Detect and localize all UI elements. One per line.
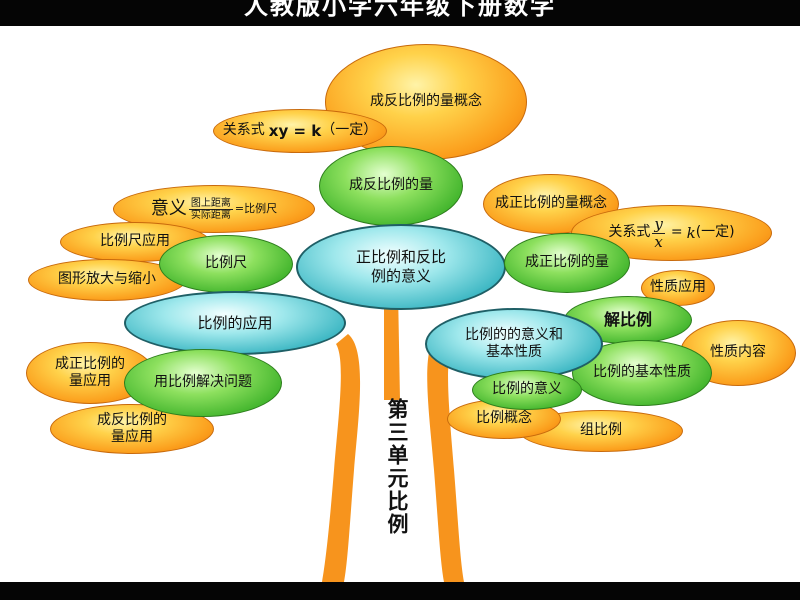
trunk-left-branch [322, 334, 361, 582]
node-ratio-meaning-property: 比例的的意义和基本性质 [425, 308, 603, 380]
node-direct-quantity: 成正比例的量 [504, 233, 630, 293]
node-center-meaning: 正比例和反比例的意义 [296, 224, 506, 310]
node-meaning-formula: 意义 图上距离 实际距离 =比例尺 [113, 185, 315, 233]
node-ratio-meaning: 比例的意义 [472, 370, 582, 410]
bottom-bar [0, 582, 800, 600]
node-ratio-app: 比例的应用 [124, 291, 346, 355]
node-inverse-quantity: 成反比例的量 [319, 146, 463, 226]
node-direct-concept: 成正比例的量概念 [483, 174, 619, 234]
node-inverse-relation: 关系式 xy = k （一定） [213, 109, 387, 153]
direct-fraction: y x [652, 215, 665, 251]
node-scale: 比例尺 [159, 235, 293, 293]
trunk-center [384, 290, 400, 400]
page-title: 人教版小学六年级下册数学 [244, 0, 556, 20]
unit-title: 第三单元比例 [385, 398, 410, 536]
meaning-fraction: 图上距离 实际距离 [188, 197, 233, 221]
node-solve: 用比例解决问题 [124, 349, 282, 417]
trunk-right-branch [427, 338, 464, 582]
title-bar: 人教版小学六年级下册数学 [0, 0, 800, 26]
